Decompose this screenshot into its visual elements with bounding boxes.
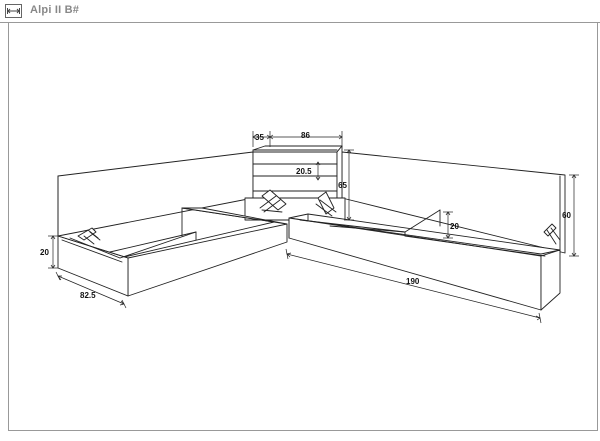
right-bed [288, 209, 561, 311]
dimension-drawer-height [315, 161, 321, 181]
dimension-top-width [252, 131, 343, 147]
dimension-left-bed-depth [55, 271, 127, 309]
dimension-right-bed-height [443, 211, 453, 239]
left-bed [57, 207, 288, 297]
dim-label-drawer-height: 20.5 [296, 167, 312, 176]
header-divider [0, 22, 600, 23]
dim-label-right-bed-length: 190 [406, 277, 420, 286]
drawing-frame [8, 23, 598, 431]
dim-label-right-bed-height: 20 [450, 222, 459, 231]
dim-label-top-main: 86 [301, 131, 310, 140]
right-bed-lift-mechanism [543, 223, 561, 245]
dim-label-headboard-height: 60 [562, 211, 571, 220]
header-bar: Alpi II B# [0, 0, 600, 22]
page-title: Alpi II B# [30, 4, 80, 16]
dimension-headboard-height [569, 174, 579, 257]
dim-label-left-bed-height: 20 [40, 248, 49, 257]
dimension-left-bed-height [48, 235, 58, 269]
left-headboard [57, 151, 254, 237]
dim-label-top-side: 35 [255, 133, 264, 142]
dimension-right-bed-length [285, 248, 542, 324]
width-arrows-icon[interactable] [5, 4, 22, 18]
center-lift-mechanism-right [315, 191, 337, 217]
dim-label-left-bed-depth: 82.5 [80, 291, 96, 300]
center-lift-mechanism-left [259, 189, 287, 213]
dimension-cabinet-height [344, 149, 354, 221]
dim-label-cabinet-height: 65 [338, 181, 347, 190]
left-bed-lift-mechanism [77, 227, 101, 245]
